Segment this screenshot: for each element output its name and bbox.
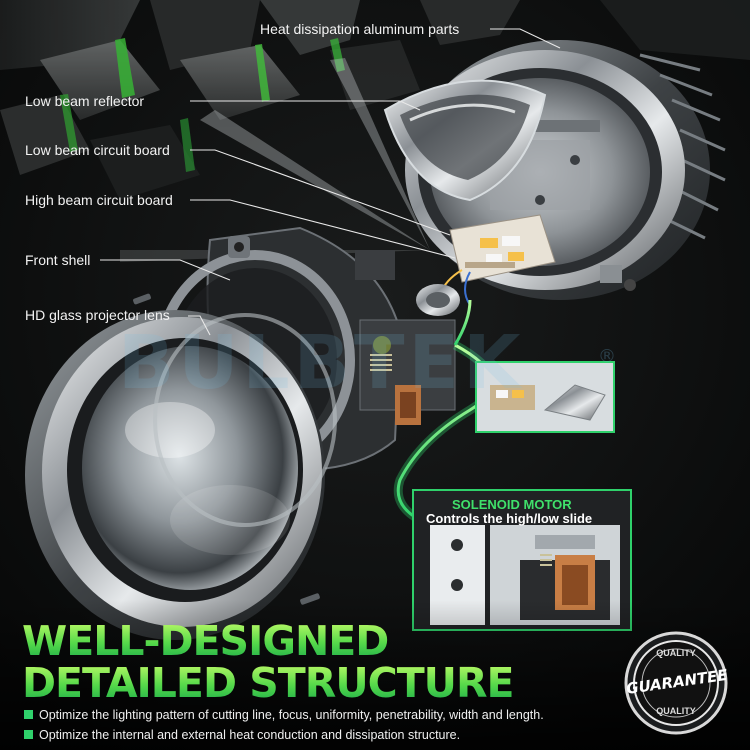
badge-top-text: QUALITY — [656, 648, 696, 658]
bullet-text-2: Optimize the internal and external heat … — [39, 728, 461, 742]
guarantee-badge-icon — [624, 631, 728, 735]
registered-mark: ® — [598, 346, 616, 367]
detail-callout-top — [475, 361, 615, 433]
label-low-beam-circuit-board: Low beam circuit board — [25, 142, 170, 158]
label-projector-lens: HD glass projector lens — [25, 307, 170, 323]
label-heat-dissipation: Heat dissipation aluminum parts — [260, 21, 460, 37]
projector-lens — [25, 310, 337, 640]
label-low-beam-reflector: Low beam reflector — [25, 93, 145, 109]
label-front-shell: Front shell — [25, 252, 91, 268]
label-high-beam-circuit-board: High beam circuit board — [25, 192, 173, 208]
headline-line-1: WELL-DESIGNED — [22, 617, 389, 665]
leader-lines — [100, 28, 561, 336]
headline-line-2: DETAILED STRUCTURE — [22, 659, 515, 707]
solenoid-assembly — [359, 319, 456, 425]
background-cubes — [0, 0, 750, 200]
low-beam-reflector — [383, 79, 547, 202]
circuit-boards — [416, 214, 556, 316]
bullet-square-icon — [24, 730, 33, 739]
bullet-item-1: Optimize the lighting pattern of cutting… — [24, 708, 544, 723]
brand-watermark: BULBTEK — [118, 320, 525, 406]
inset-title: SOLENOID MOTOR — [452, 497, 572, 512]
inset-subtitle: Controls the high/low slide — [426, 511, 593, 526]
badge-bottom-text: QUALITY — [656, 706, 696, 716]
bullet-item-2: Optimize the internal and external heat … — [24, 728, 460, 743]
bullet-text-1: Optimize the lighting pattern of cutting… — [39, 708, 544, 722]
bullet-square-icon — [24, 710, 33, 719]
